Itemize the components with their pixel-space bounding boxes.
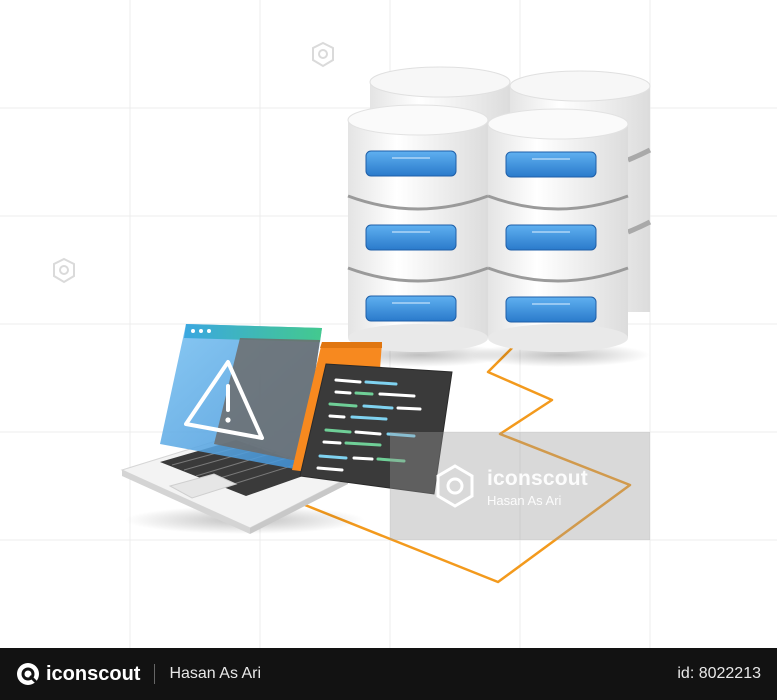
drive-slot [365,224,457,251]
footer-logo[interactable]: iconscout [16,662,140,686]
network-cable [304,344,632,584]
watermark-logo-icon [436,464,474,508]
illustration-canvas: iconscout Hasan As Ari [0,0,777,648]
drive-slot [505,296,597,323]
drive-slot [365,295,457,322]
warning-icon [184,360,264,440]
grey-panel [214,338,320,462]
drive-slot [505,224,597,251]
database-server-left [347,104,489,352]
laptop-keyboard [160,440,320,496]
footer-author[interactable]: Hasan As Ari [169,665,262,682]
footer-asset-id: id: 8022213 [677,665,761,682]
footer-divider [154,664,156,684]
code-editor-panel [299,363,453,495]
drive-slot [365,150,457,177]
iconscout-logo-icon [17,663,39,685]
watermark-block [390,432,650,540]
footer-bar: iconscout Hasan As Ari id: 8022213 [0,648,777,700]
database-server-right [487,108,629,352]
drive-slot [505,151,597,178]
footer-brand: iconscout [46,662,141,685]
database-warning-illustration [0,0,777,648]
